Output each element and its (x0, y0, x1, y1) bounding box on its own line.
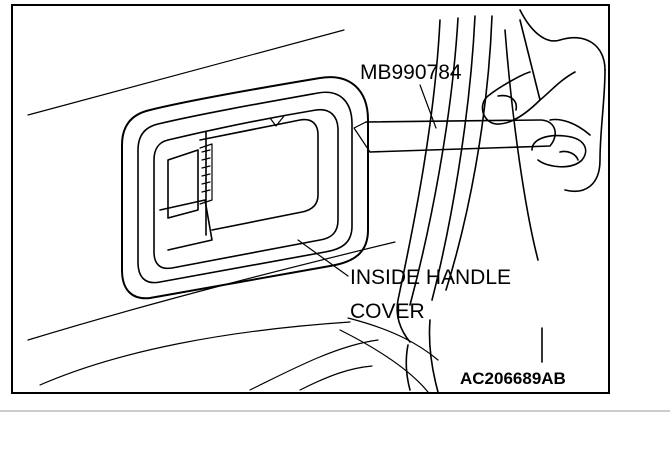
leader-lines (297, 84, 437, 277)
figure-code: AC206689AB (460, 369, 566, 388)
handle-cover-label-line2: COVER (350, 300, 425, 323)
door-panel (27, 29, 439, 393)
tool-leader (419, 84, 437, 129)
door-trim (396, 15, 543, 393)
diagram-frame (11, 4, 610, 394)
handle-cover-label-line1: INSIDE HANDLE (350, 266, 511, 289)
inside-handle-cover (121, 76, 369, 300)
tool-label: MB990784 (360, 61, 462, 84)
handle-cover-leader (297, 239, 349, 277)
technician-hand (481, 9, 606, 192)
removal-tool (353, 119, 556, 153)
